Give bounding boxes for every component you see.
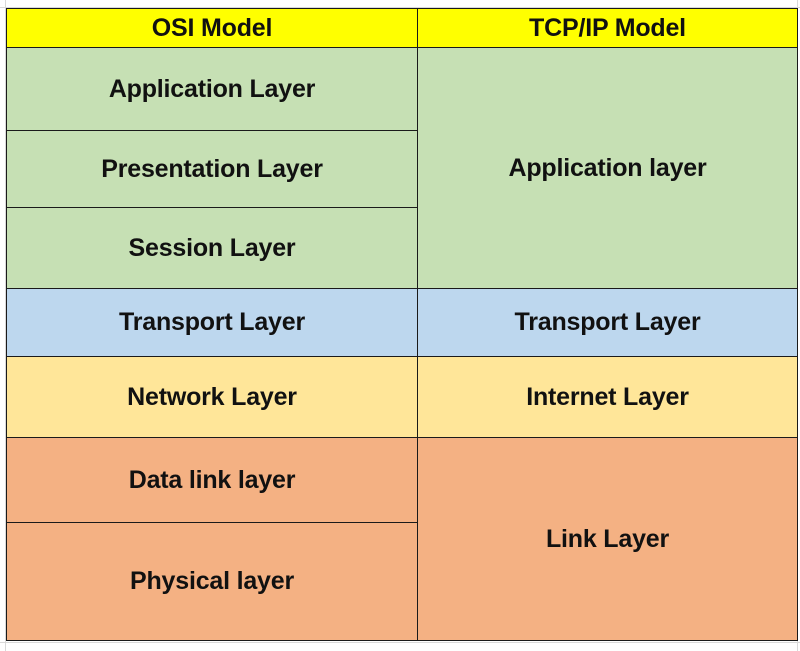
osi-presentation-layer: Presentation Layer [6, 130, 418, 208]
osi-transport-layer: Transport Layer [6, 288, 418, 357]
osi-session-layer: Session Layer [6, 207, 418, 289]
tcpip-internet-layer: Internet Layer [417, 356, 798, 438]
tcpip-link-layer: Link Layer [417, 437, 798, 641]
tcpip-application-layer: Application layer [417, 47, 798, 289]
osi-network-layer: Network Layer [6, 356, 418, 438]
osi-data-link-layer: Data link layer [6, 437, 418, 523]
osi-physical-layer: Physical layer [6, 522, 418, 641]
osi-model-header: OSI Model [6, 8, 418, 48]
osi-application-layer: Application Layer [6, 47, 418, 131]
grid-line-bottom [0, 642, 800, 643]
osi-tcpip-comparison-table: OSI Model TCP/IP Model Application Layer… [6, 8, 800, 641]
grid-line-top [0, 7, 800, 8]
grid-line-left [5, 0, 6, 651]
tcpip-transport-layer: Transport Layer [417, 288, 798, 357]
tcpip-model-header: TCP/IP Model [417, 8, 798, 48]
